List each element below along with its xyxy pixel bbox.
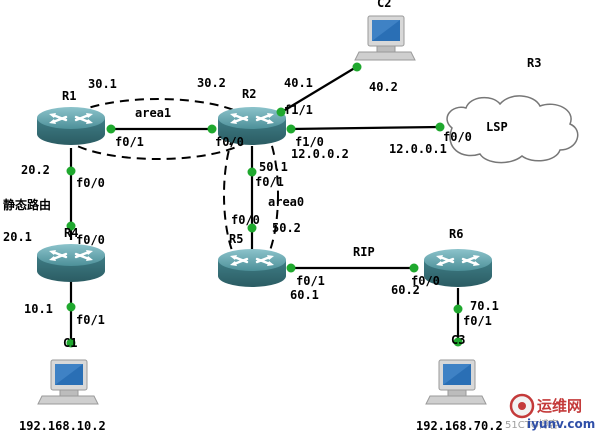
- host-c2-ip: 40.2: [369, 80, 398, 94]
- endpoint-c2: [352, 62, 362, 72]
- links: [69, 65, 460, 345]
- r1-r2-r1-if: f0/1: [115, 135, 144, 149]
- r1-r4-r1-ip: 20.2: [21, 163, 50, 177]
- router-r5-label: R5: [229, 232, 243, 246]
- endpoint-r1-f0-0: [66, 166, 76, 176]
- host-c1-monitor-icon[interactable]: [37, 359, 99, 405]
- r5-r6-r5-if: f0/1: [296, 274, 325, 288]
- r2-r5-r5-if: f0/0: [231, 213, 260, 227]
- router-r1[interactable]: [35, 105, 107, 147]
- r2-r3-r2-ip: 12.0.0.2: [291, 147, 349, 161]
- r6-c3-r6-ip: 70.1: [470, 299, 499, 313]
- area1-label: area1: [135, 106, 171, 120]
- r1-r4-r1-if: f0/0: [76, 176, 105, 190]
- r4-c1-r4-ip: 10.1: [24, 302, 53, 316]
- r5-r6-r6-ip: 60.2: [391, 283, 420, 297]
- r2-r3-r3-ip: 12.0.0.1: [389, 142, 447, 156]
- r1-r2-r2-ip: 30.2: [197, 76, 226, 90]
- endpoint-r3-f0-0: [435, 122, 445, 132]
- host-c2-label: C2: [377, 0, 391, 10]
- rip-label: RIP: [353, 245, 375, 259]
- r2-r3-r3-if: f0/0: [443, 130, 472, 144]
- router-r2-label: R2: [242, 87, 256, 101]
- host-c3-ip: 192.168.70.2: [416, 419, 503, 433]
- r1-r4-r4-ip: 20.1: [3, 230, 32, 244]
- router-r3-label: R3: [527, 56, 541, 70]
- r1-r4-r4-if: f0/0: [76, 233, 105, 247]
- host-c3-label: C3: [451, 333, 465, 347]
- r5-r6-r6-if: f0/0: [411, 274, 440, 288]
- endpoint-c1: [66, 338, 76, 348]
- endpoint-r2-f0-1: [247, 167, 257, 177]
- host-c1-ip: 192.168.10.2: [19, 419, 106, 433]
- endpoint-r6-f0-0: [409, 263, 419, 273]
- static-route-label: 静态路由: [3, 197, 51, 212]
- link-r2-c2: [279, 65, 359, 114]
- r1-r2-r2-if: f0/0: [215, 135, 244, 149]
- router-r6-label: R6: [449, 227, 463, 241]
- endpoint-r2-f1-1: [276, 107, 286, 117]
- r2-r5-r5-ip: 50.2: [272, 221, 301, 235]
- router-r1-label: R1: [62, 89, 76, 103]
- r2-r3-r2-if: f1/0: [295, 135, 324, 149]
- r5-r6-r5-ip: 60.1: [290, 288, 319, 302]
- r2-c2-r2-ip: 40.1: [284, 76, 313, 90]
- r2-r5-r2-if: f0/1: [255, 175, 284, 189]
- endpoint-c3: [453, 337, 463, 347]
- endpoint-r4-f0-1: [66, 302, 76, 312]
- endpoint-r2-f0-0: [207, 124, 217, 134]
- endpoint-r1-f0-1: [106, 124, 116, 134]
- r2-r5-r2-ip: 50.1: [259, 160, 288, 174]
- r1-r2-r1-ip: 30.1: [88, 77, 117, 91]
- watermark-brand: 运维网: [537, 397, 582, 415]
- link-r2-r3: [289, 125, 441, 131]
- endpoint-r6-f0-1: [453, 304, 463, 314]
- endpoint-r5-f0-0: [247, 223, 257, 233]
- watermark-mark: 51CTO博客: [505, 418, 559, 431]
- cloud-lsp-label: LSP: [486, 120, 508, 134]
- interface-endpoints: [66, 62, 463, 348]
- area0-label: area0: [268, 195, 304, 209]
- endpoint-r2-f1-0: [286, 124, 296, 134]
- router-r5[interactable]: [216, 247, 288, 289]
- r6-c3-r6-if: f0/1: [463, 314, 492, 328]
- watermark-site: iyunv.com: [527, 417, 595, 431]
- host-c3-monitor-icon[interactable]: [425, 359, 487, 405]
- lsp-cloud: [446, 95, 579, 164]
- router-r4[interactable]: [35, 242, 107, 284]
- site-watermark: 运维网 51CTO博客 iyunv.com: [505, 393, 595, 431]
- r2-c2-r2-if: f1/1: [284, 103, 313, 117]
- router-r4-label: R4: [64, 226, 78, 240]
- endpoint-r5-f0-1: [286, 263, 296, 273]
- host-c2-monitor-icon[interactable]: [354, 15, 416, 61]
- host-c1-label: C1: [63, 336, 77, 350]
- r4-c1-r4-if: f0/1: [76, 313, 105, 327]
- endpoint-r4-f0-0: [66, 221, 76, 231]
